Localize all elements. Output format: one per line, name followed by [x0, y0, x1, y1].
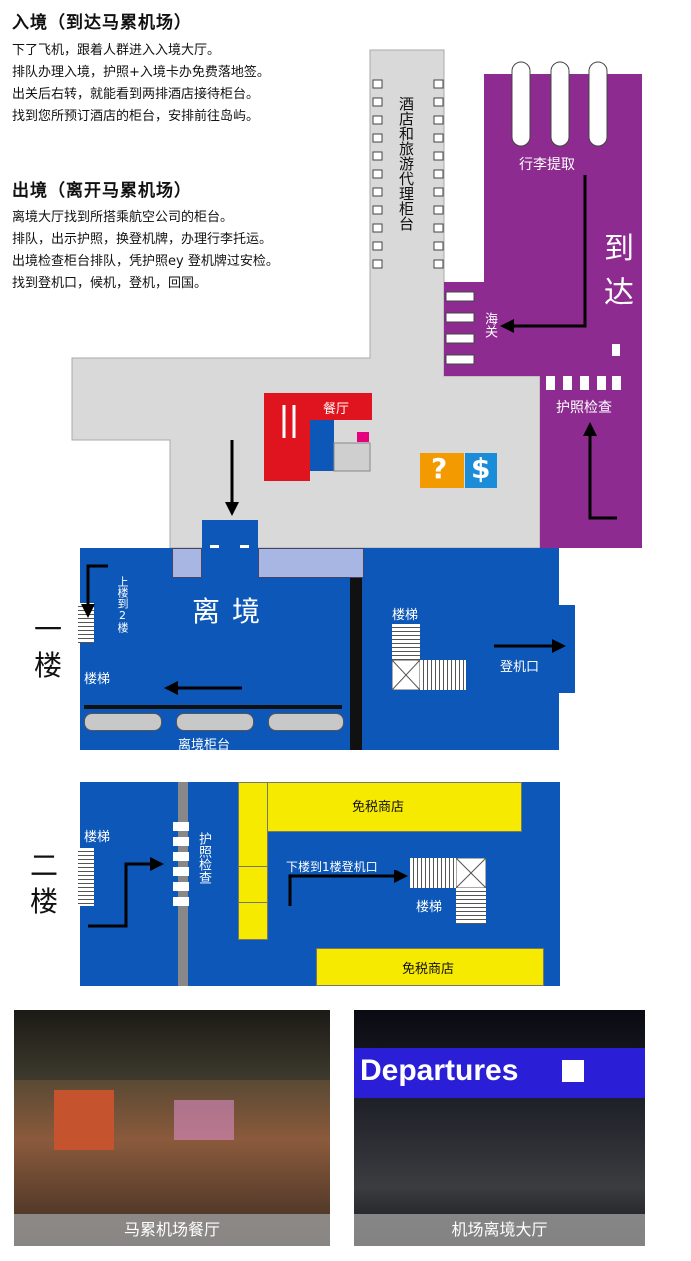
departure-line: 离境大厅找到所搭乘航空公司的柜台。 [12, 210, 234, 225]
arrival-path-arrow [588, 432, 617, 520]
down-to-gate-arrow [288, 870, 408, 906]
hall-door [258, 548, 364, 578]
arrival-map [71, 49, 642, 559]
customs-arrow [510, 175, 587, 328]
stairs-icon [78, 848, 94, 906]
arrival-line: 排队办理入境，护照+入境卡办免费落地签。 [12, 65, 270, 80]
hall-door [172, 548, 202, 578]
floor2-gate-stairs-label: 楼梯 [416, 900, 443, 915]
stairs-icon [456, 888, 486, 924]
currency-icon: $ [471, 452, 491, 485]
departure-line: 出境检查柜台排队，凭护照ey 登机牌过安检。 [12, 254, 279, 269]
departures-sign-board [354, 1048, 645, 1098]
arrival-hall-label: 到达 [598, 232, 633, 320]
gate-exit [559, 605, 575, 693]
gate-arrow [494, 639, 566, 653]
gate-label: 登机口 [500, 660, 540, 675]
arrival-line: 找到您所预订酒店的柜台，安排前往岛屿。 [12, 109, 260, 124]
photo-light [174, 1100, 234, 1140]
first-floor-label: 一楼 [34, 613, 63, 682]
restaurant-label: 餐厅 [323, 402, 350, 417]
restaurant-caption: 马累机场餐厅 [14, 1214, 330, 1246]
info-desk [420, 453, 464, 488]
passport-check-arrival-label: 护照检查 [556, 400, 612, 416]
restroom-room [333, 442, 371, 472]
hotel-counters-label: 酒店和旅游代理柜台 [397, 96, 415, 231]
departure-counters-label: 离境柜台 [178, 738, 231, 753]
departure-hall-photo: Departures 机场离境大厅 [354, 1010, 645, 1246]
customs-booths [445, 291, 475, 365]
gate-stairs-label: 楼梯 [392, 608, 419, 623]
baggage-carousels [511, 61, 608, 147]
shop-divider [238, 866, 268, 867]
stairs-landing [392, 660, 420, 690]
info-icon: ? [431, 452, 448, 485]
down-to-gate-label: 下楼到1楼登机口 [286, 860, 378, 874]
second-floor-label: 二楼 [30, 849, 59, 918]
passport-booths [173, 822, 189, 910]
departure-hall-label: 离境 [192, 595, 273, 628]
departure-title: 出境（离开马累机场） [12, 181, 192, 201]
floor2-path-arrow [88, 857, 164, 928]
check-in-counter [176, 713, 254, 731]
photo-ceiling [14, 1010, 330, 1080]
check-in-counter [84, 713, 162, 731]
arrival-title: 入境（到达马累机场） [12, 13, 192, 33]
arrival-line: 下了飞机，跟着人群进入入境大厅。 [12, 43, 221, 58]
phone-block [357, 432, 369, 442]
passport-booths [546, 344, 621, 390]
customs-label: 海关 [482, 312, 497, 338]
hotel-counter-slots [372, 79, 444, 269]
plane-icon [562, 1060, 584, 1082]
departure-hall-caption: 机场离境大厅 [354, 1214, 645, 1246]
arrival-line: 出关后右转，就能看到两排酒店接待柜台。 [12, 87, 260, 102]
duty-free-bottom-label: 免税商店 [402, 962, 455, 977]
stairs-icon [392, 624, 420, 660]
restroom-block [310, 420, 334, 471]
restaurant-block [264, 393, 310, 481]
duty-free-top-label: 免税商店 [352, 800, 405, 815]
photo-wall [54, 1090, 114, 1150]
floor2-stairs-label: 楼梯 [84, 830, 111, 845]
restaurant-photo: 马累机场餐厅 [14, 1010, 330, 1246]
departures-sign: Departures [360, 1054, 519, 1087]
baggage-claim-label: 行李提取 [519, 157, 575, 173]
stairs-up-arrow [81, 564, 108, 618]
arrival-instructions: 下了飞机，跟着人群进入入境大厅。 排队办理入境，护照+入境卡办免费落地签。 出关… [12, 40, 270, 128]
shop-divider [238, 902, 268, 903]
duty-free-side [238, 782, 268, 940]
departure-line: 排队，出示护照，换登机牌，办理行李托运。 [12, 232, 273, 247]
duty-free-bottom [316, 948, 544, 986]
stairs-landing [456, 858, 486, 888]
duty-free-top [238, 782, 522, 832]
stairs-up-label: 上楼到2楼 [116, 576, 129, 633]
stairs-label: 楼梯 [84, 672, 111, 687]
stairs-icon [410, 858, 456, 888]
counter-rail [84, 705, 342, 709]
departure-line: 找到登机口，候机，登机，回国。 [12, 276, 208, 291]
check-in-counter [268, 713, 344, 731]
departure-instructions: 离境大厅找到所搭乘航空公司的柜台。 排队，出示护照，换登机牌，办理行李托运。 出… [12, 207, 279, 295]
passport-check-departure-label: 护照检查 [196, 832, 211, 884]
currency-desk [465, 453, 497, 488]
counter-arrow [164, 681, 242, 695]
security-wall [350, 548, 362, 750]
stairs-icon [420, 660, 466, 690]
